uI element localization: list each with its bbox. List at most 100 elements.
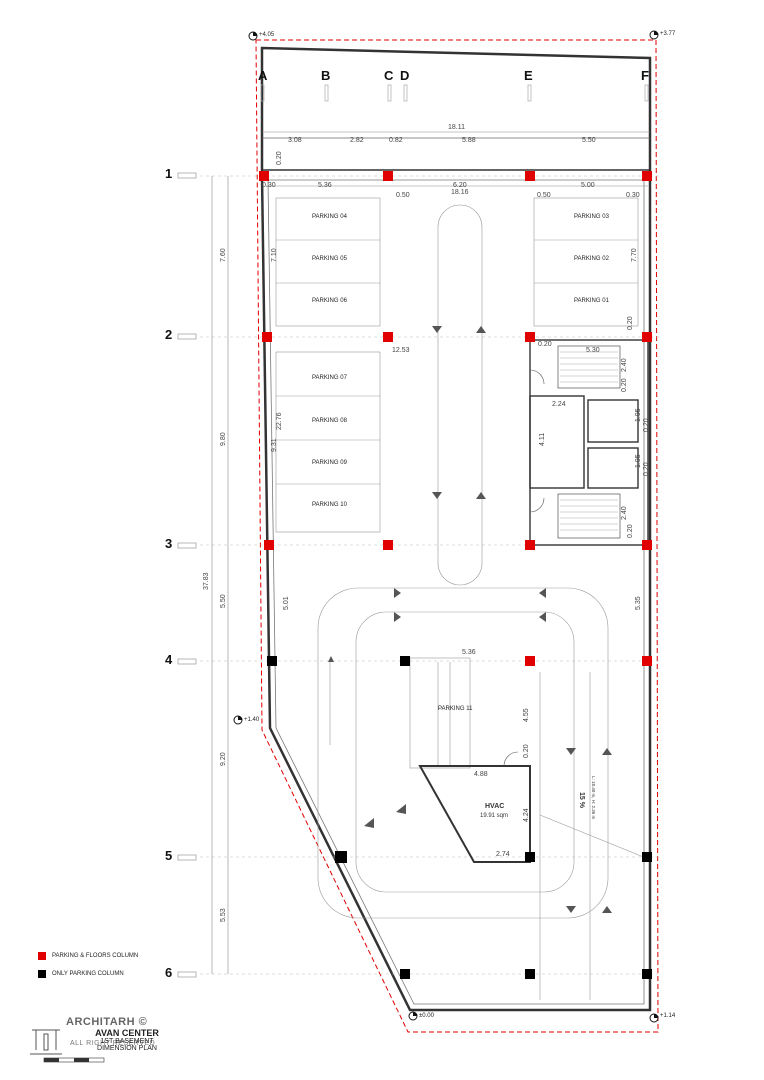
svg-text:5.36: 5.36 bbox=[462, 649, 476, 656]
svg-text:5.50: 5.50 bbox=[582, 137, 596, 144]
svg-text:2.24: 2.24 bbox=[552, 401, 566, 408]
svg-text:4.24: 4.24 bbox=[523, 808, 530, 822]
parking-08: PARKING 08 bbox=[312, 418, 348, 424]
svg-text:+4.05: +4.05 bbox=[259, 32, 275, 38]
svg-text:5.53: 5.53 bbox=[220, 908, 227, 922]
grid-col-c: C bbox=[384, 68, 394, 83]
grid-col-b: B bbox=[321, 68, 330, 83]
svg-text:7.70: 7.70 bbox=[631, 248, 638, 262]
svg-text:2.82: 2.82 bbox=[350, 137, 364, 144]
svg-text:1.95: 1.95 bbox=[635, 408, 642, 422]
svg-text:0.50: 0.50 bbox=[537, 192, 551, 199]
svg-text:2.74: 2.74 bbox=[496, 851, 510, 858]
core-dimensions: 7.10 7.70 0.20 0.20 5.30 2.40 0.20 12.53… bbox=[271, 248, 650, 858]
svg-text:0.20: 0.20 bbox=[523, 744, 530, 758]
grid-row-3: 3 bbox=[165, 536, 172, 551]
svg-text:22.76: 22.76 bbox=[276, 412, 283, 430]
svg-text:5.50: 5.50 bbox=[220, 594, 227, 608]
title-block: AVAN CENTER 1ST BASEMENT DIMENSION PLAN bbox=[92, 1028, 162, 1052]
parking-11: PARKING 11 bbox=[438, 706, 473, 712]
grid-col-d: D bbox=[400, 68, 409, 83]
parking-09: PARKING 09 bbox=[312, 460, 348, 466]
grid-col-e: E bbox=[524, 68, 533, 83]
hvac-label: HVAC bbox=[485, 803, 504, 810]
svg-text:0.20: 0.20 bbox=[643, 462, 650, 476]
svg-text:+1.14: +1.14 bbox=[660, 1013, 676, 1019]
svg-text:18.16: 18.16 bbox=[451, 189, 469, 196]
ramp-note: L: 18.40 m, H: 2.36 m bbox=[591, 776, 596, 820]
svg-text:5.30: 5.30 bbox=[586, 347, 600, 354]
parking-10: PARKING 10 bbox=[312, 502, 348, 508]
sheet-line-1: 1ST BASEMENT bbox=[100, 1038, 154, 1045]
svg-text:0.20: 0.20 bbox=[538, 341, 552, 348]
row1-dimensions: 0.30 5.36 0.50 6.20 18.16 0.50 5.00 0.30 bbox=[262, 182, 640, 199]
hvac-area: 19.91 sqm bbox=[480, 813, 508, 819]
svg-text:0.20: 0.20 bbox=[276, 151, 283, 165]
grid-column-markers: A B C D E F bbox=[258, 68, 649, 102]
svg-text:0.30: 0.30 bbox=[262, 182, 276, 189]
grid-row-markers: 1 2 3 4 5 6 bbox=[165, 166, 197, 980]
red-swatch bbox=[38, 952, 46, 960]
svg-text:6.20: 6.20 bbox=[453, 182, 467, 189]
parking-07: PARKING 07 bbox=[312, 375, 348, 381]
svg-text:3.08: 3.08 bbox=[288, 137, 302, 144]
grid-row-4: 4 bbox=[165, 652, 173, 667]
legend-item-black: ONLY PARKING COLUMN bbox=[38, 970, 124, 978]
traffic-arrows bbox=[328, 326, 612, 913]
grid-col-a: A bbox=[258, 68, 268, 83]
legend-label: ONLY PARKING COLUMN bbox=[52, 971, 124, 977]
svg-text:±0.00: ±0.00 bbox=[419, 1013, 435, 1019]
parking-labels: PARKING 04 PARKING 05 PARKING 06 PARKING… bbox=[312, 214, 610, 712]
svg-text:0.20: 0.20 bbox=[627, 524, 634, 538]
svg-text:18.11: 18.11 bbox=[448, 124, 465, 131]
svg-text:7.10: 7.10 bbox=[271, 248, 278, 262]
parking-02: PARKING 02 bbox=[574, 256, 610, 262]
property-boundary bbox=[255, 39, 659, 1033]
logo-icon bbox=[30, 1029, 62, 1055]
parking-04: PARKING 04 bbox=[312, 214, 348, 220]
grid-row-2: 2 bbox=[165, 327, 172, 342]
svg-text:+3.77: +3.77 bbox=[660, 31, 676, 37]
grid-row-5: 5 bbox=[165, 848, 172, 863]
parking-06: PARKING 06 bbox=[312, 298, 348, 304]
black-swatch bbox=[38, 970, 46, 978]
hvac-room bbox=[418, 765, 531, 863]
svg-text:0.20: 0.20 bbox=[621, 378, 628, 392]
parking-05: PARKING 05 bbox=[312, 256, 348, 262]
top-dimensions: 18.11 3.08 2.82 0.82 5.88 5.50 0.20 bbox=[276, 124, 596, 165]
svg-text:0.50: 0.50 bbox=[396, 192, 410, 199]
core-stairs-elevators bbox=[529, 339, 649, 546]
svg-text:9.20: 9.20 bbox=[220, 752, 227, 766]
svg-text:5.35: 5.35 bbox=[635, 596, 642, 610]
svg-text:4.88: 4.88 bbox=[474, 771, 488, 778]
svg-text:0.20: 0.20 bbox=[643, 418, 650, 432]
svg-text:9.80: 9.80 bbox=[220, 432, 227, 446]
grid-row-1: 1 bbox=[165, 166, 172, 181]
sheet-line-2: DIMENSION PLAN bbox=[97, 1045, 157, 1052]
svg-text:0.82: 0.82 bbox=[389, 137, 403, 144]
left-dimensions: 37.83 7.60 9.80 5.50 9.20 5.53 bbox=[203, 248, 227, 922]
svg-text:0.30: 0.30 bbox=[626, 192, 640, 199]
svg-text:12.53: 12.53 bbox=[392, 347, 410, 354]
svg-text:9.31: 9.31 bbox=[271, 438, 278, 452]
parking-01: PARKING 01 bbox=[574, 298, 610, 304]
svg-text:7.60: 7.60 bbox=[220, 248, 227, 262]
parking-03: PARKING 03 bbox=[574, 214, 610, 220]
scale-bar bbox=[43, 1057, 105, 1063]
watermark-rights: ALL RIGHT RESERVED bbox=[70, 1040, 156, 1047]
legend-item-red: PARKING & FLOORS COLUMN bbox=[38, 952, 138, 960]
svg-text:5.01: 5.01 bbox=[283, 596, 290, 610]
grid-col-f: F bbox=[641, 68, 649, 83]
project-name: AVAN CENTER bbox=[95, 1028, 159, 1038]
dim-left-total: 37.83 bbox=[203, 572, 210, 590]
ramp-slope: 15 % bbox=[578, 792, 585, 809]
legend-label: PARKING & FLOORS COLUMN bbox=[52, 953, 139, 959]
svg-text:4.55: 4.55 bbox=[523, 708, 530, 722]
watermark-brand: ARCHITARH © bbox=[66, 1016, 148, 1028]
svg-text:4.11: 4.11 bbox=[539, 433, 546, 446]
columns bbox=[259, 171, 652, 979]
elevation-markers: +4.05 +3.77 +1.40 ±0.00 +1.14 bbox=[233, 30, 676, 1023]
svg-text:5.36: 5.36 bbox=[318, 182, 332, 189]
svg-text:+1.40: +1.40 bbox=[244, 717, 260, 723]
